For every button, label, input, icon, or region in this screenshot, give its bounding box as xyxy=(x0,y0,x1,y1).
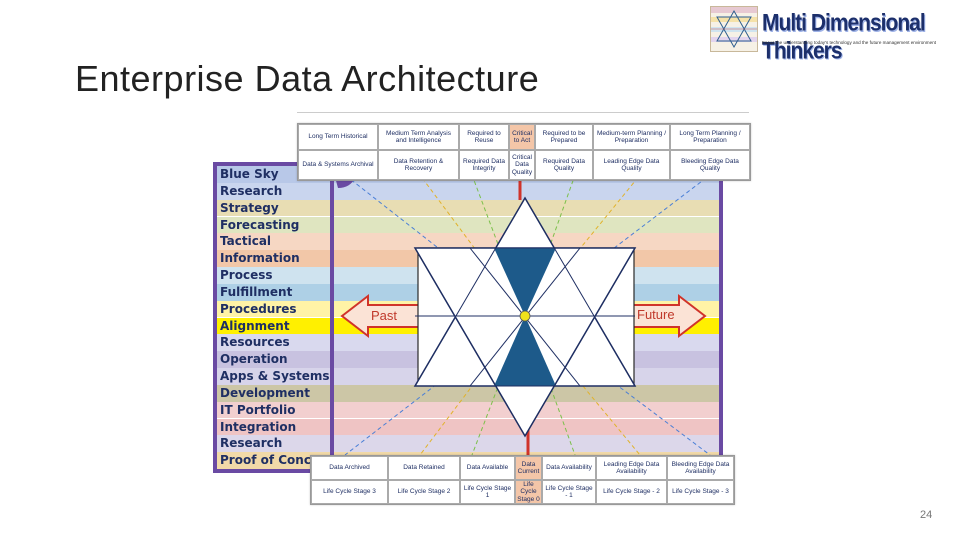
layer-band: Operation xyxy=(217,351,719,368)
table-cell: Long Term Planning / Preparation xyxy=(670,124,750,150)
logo-icon xyxy=(710,6,758,52)
table-cell: Data Retained xyxy=(388,456,460,480)
table-cell: Life Cycle Stage - 2 xyxy=(596,480,667,504)
layer-label: Resources xyxy=(220,335,290,350)
layer-divider xyxy=(330,166,334,469)
layer-label: Information xyxy=(220,251,300,266)
table-cell: Bleeding Edge Data Availability xyxy=(667,456,734,480)
table-cell: Medium Term Analysis and Intelligence xyxy=(378,124,459,150)
future-label: Future xyxy=(637,307,675,322)
layer-label: Process xyxy=(220,268,273,282)
table-cell: Data Retention & Recovery xyxy=(378,150,459,180)
layer-label: Procedures xyxy=(220,301,297,316)
table-cell: Data & Systems Archival xyxy=(298,150,378,180)
table-cell: Required Data Integrity xyxy=(459,150,509,180)
page-number: 24 xyxy=(920,509,933,521)
layer-label: Proof of Conc xyxy=(220,453,311,468)
table-cell: Leading Edge Data Availability xyxy=(596,456,667,480)
table-cell: Data Available xyxy=(460,456,515,480)
logo-wordmark: Multi Dimensional Thinkers xyxy=(762,10,926,65)
slide-title: Enterprise Data Architecture xyxy=(75,58,540,99)
layer-label: Operation xyxy=(220,352,288,367)
layer-band: Development xyxy=(217,384,719,402)
table-cell: Critical to Act xyxy=(509,124,535,150)
table-cell: Required Data Quality xyxy=(535,150,593,180)
layer-label: Tactical xyxy=(220,234,272,249)
logo-tagline: Focus the understanding today's technolo… xyxy=(762,40,937,45)
layer-label: Development xyxy=(220,385,310,400)
table-cell: Critical Data Quality xyxy=(509,150,535,180)
layer-band: Resources xyxy=(217,334,719,352)
layer-label: IT Portfolio xyxy=(220,402,296,417)
layer-label: Integration xyxy=(220,419,297,434)
table-cell: Required to Reuse xyxy=(459,124,509,150)
table-cell: Life Cycle Stage 1 xyxy=(460,480,515,504)
table-cell: Life Cycle Stage 2 xyxy=(388,480,460,504)
layer-band: Forecasting xyxy=(217,216,719,234)
layer-band: IT Portfolio xyxy=(217,401,719,419)
layer-label: Forecasting xyxy=(220,217,300,232)
layer-band: Research xyxy=(217,182,719,200)
table-cell: Leading Edge Data Quality xyxy=(593,150,670,180)
layer-band: Fulfillment xyxy=(217,283,719,301)
layer-band: Strategy xyxy=(217,199,719,217)
layer-label: Strategy xyxy=(220,200,279,215)
table-cell: Life Cycle Stage 3 xyxy=(311,480,388,504)
table-cell: Data Current xyxy=(515,456,542,480)
layer-label: Research xyxy=(220,436,283,451)
table-cell: Life Cycle Stage - 3 xyxy=(667,480,734,504)
layer-band: Research xyxy=(217,435,719,453)
table-cell: Long Term Historical xyxy=(298,124,378,150)
table-cell: Life Cycle Stage 0 xyxy=(515,480,542,504)
layer-band: Tactical xyxy=(217,233,719,251)
table-cell: Data Availability xyxy=(542,456,596,480)
layer-band: Integration xyxy=(217,418,719,436)
table-cell: Bleeding Edge Data Quality xyxy=(670,150,750,180)
layer-label: Blue Sky xyxy=(220,167,279,181)
layer-label: Research xyxy=(220,183,283,198)
table-cell: Data Archived xyxy=(311,456,388,480)
layer-band: Process xyxy=(217,267,719,284)
layer-band: Apps & Systems xyxy=(217,368,719,385)
table-cell: Medium-term Planning / Preparation xyxy=(593,124,670,150)
layer-label: Fulfillment xyxy=(220,284,293,299)
layer-band: Information xyxy=(217,250,719,267)
table-cell: Life Cycle Stage - 1 xyxy=(542,480,596,504)
layer-label: Apps & Systems xyxy=(220,369,330,383)
table-cell: Required to be Prepared xyxy=(535,124,593,150)
top-rule xyxy=(297,112,749,113)
past-label: Past xyxy=(371,308,398,323)
layer-label: Alignment xyxy=(220,318,290,333)
